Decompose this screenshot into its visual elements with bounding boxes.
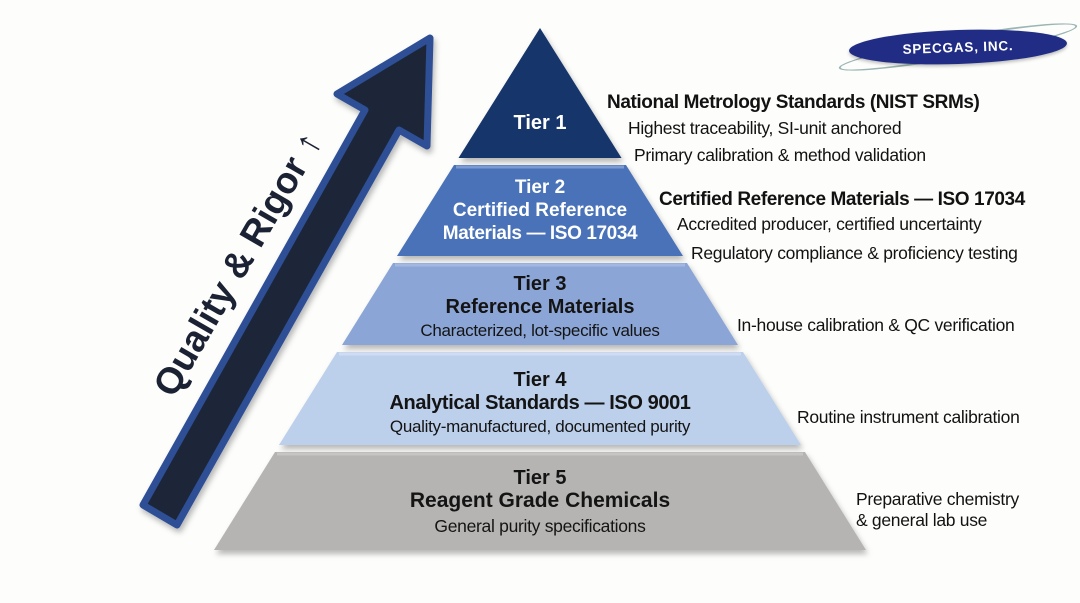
tier-2-label-line-2: Certified Reference	[452, 200, 628, 221]
quality-rigor-arrow	[139, 34, 434, 529]
logo-ellipse: SPECGAS, INC.	[848, 26, 1068, 68]
tier-5-label-line-3: General purity specifications	[434, 516, 646, 536]
logo-text: SPECGAS, INC.	[902, 37, 1014, 57]
tier-3-label-line-3: Characterized, lot-specific values	[420, 321, 660, 340]
tier-5-label-line-1: Tier 5	[513, 467, 567, 489]
tier-2-label-line-1: Tier 2	[514, 177, 566, 198]
tier-1-annotation-title: National Metrology Standards (NIST SRMs)	[607, 92, 980, 113]
tier-2-annotation-line-1: Accredited producer, certified uncertain…	[677, 214, 982, 234]
tier-4-shape	[279, 352, 801, 445]
tier-3-label-line-2: Reference Materials	[445, 296, 635, 318]
tier-5-annotation-line-1: Preparative chemistry	[856, 489, 1019, 509]
tier-5-shape	[214, 452, 866, 550]
tier-2-annotation-title: Certified Reference Materials — ISO 1703…	[659, 189, 1025, 210]
tier-3-label-line-1: Tier 3	[513, 273, 567, 295]
tier-2-annotation-line-2: Regulatory compliance & proficiency test…	[691, 243, 1018, 263]
tier-5-annotation-line-2: & general lab use	[856, 510, 988, 530]
tier-3-annotation-line-1: In-house calibration & QC verification	[737, 315, 1015, 335]
tier-3-shape	[342, 263, 738, 345]
tier-5-label-line-2: Reagent Grade Chemicals	[409, 489, 671, 512]
tier-4-label-line-1: Tier 4	[513, 369, 567, 391]
tier-4-label-line-3: Quality-manufactured, documented purity	[389, 417, 691, 436]
tier-1-annotation-line-2: Primary calibration & method validation	[634, 145, 926, 165]
tier-1-label: Tier 1	[513, 112, 567, 134]
tier-4-annotation-line-1: Routine instrument calibration	[797, 407, 1020, 427]
tier-1-shape	[458, 28, 622, 158]
specgas-logo: SPECGAS, INC.	[835, 8, 1080, 92]
tier-2-label-line-3: Materials — ISO 17034	[442, 223, 638, 244]
tier-2-shape	[397, 165, 683, 256]
tier-1-annotation-line-1: Highest traceability, SI-unit anchored	[628, 118, 902, 138]
tier-4-label-line-2: Analytical Standards — ISO 9001	[389, 392, 691, 414]
